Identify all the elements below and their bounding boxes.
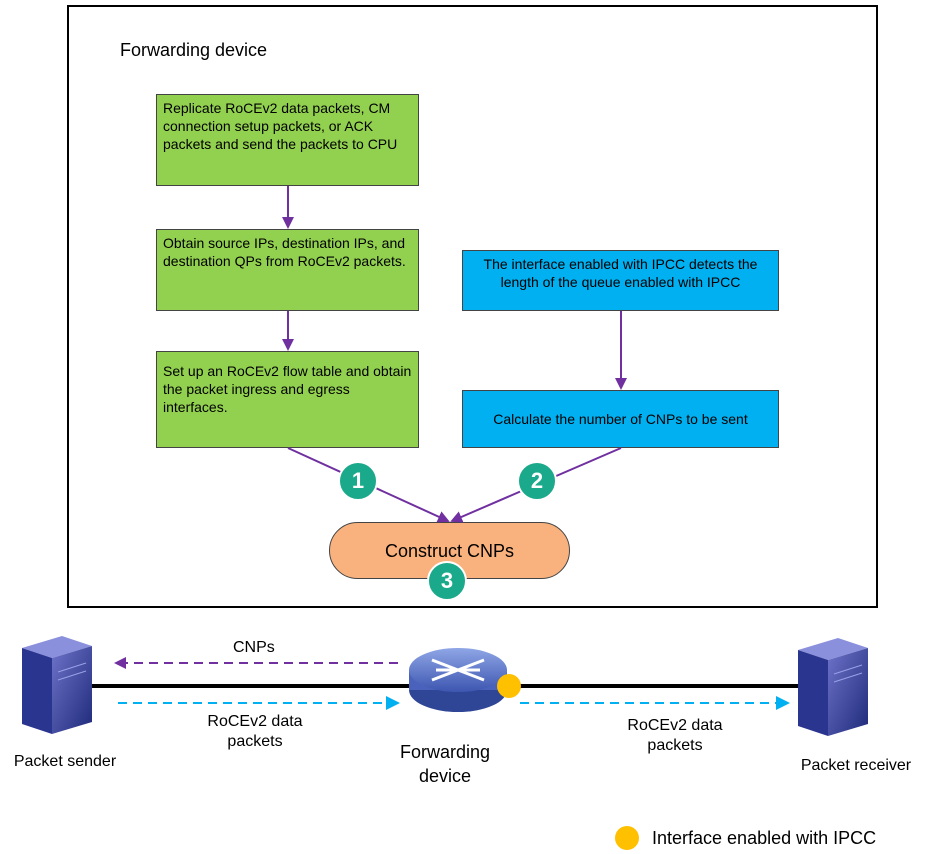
switch-icon: [409, 648, 507, 712]
receiver-label: Packet receiver: [800, 757, 912, 774]
data-label-left: RoCEv2 data packets: [207, 713, 303, 750]
forwarding-device-frame: [67, 5, 878, 608]
step-replicate-box: Replicate RoCEv2 data packets, CM connec…: [156, 94, 419, 186]
frame-title: Forwarding device: [120, 40, 268, 60]
sender-label: Packet sender: [13, 753, 117, 770]
step-flow-table-box: Set up an RoCEv2 flow table and obtain t…: [156, 351, 419, 448]
receiver-server-icon: [798, 638, 868, 736]
cnps-label: CNPs: [233, 639, 275, 656]
step-badge-2: 2: [517, 461, 557, 501]
step-badge-3: 3: [427, 561, 467, 601]
forwarding-device-label: Forwarding device: [399, 742, 491, 786]
legend-ipcc-dot: [615, 826, 639, 850]
ipcc-interface-dot: [497, 674, 521, 698]
step-detect-box: The interface enabled with IPCC detects …: [462, 250, 779, 311]
legend-text: Interface enabled with IPCC: [652, 828, 877, 848]
data-label-right: RoCEv2 data packets: [627, 717, 723, 754]
step-obtain-box: Obtain source IPs, destination IPs, and …: [156, 229, 419, 311]
sender-server-icon: [22, 636, 92, 734]
step-badge-1: 1: [338, 461, 378, 501]
